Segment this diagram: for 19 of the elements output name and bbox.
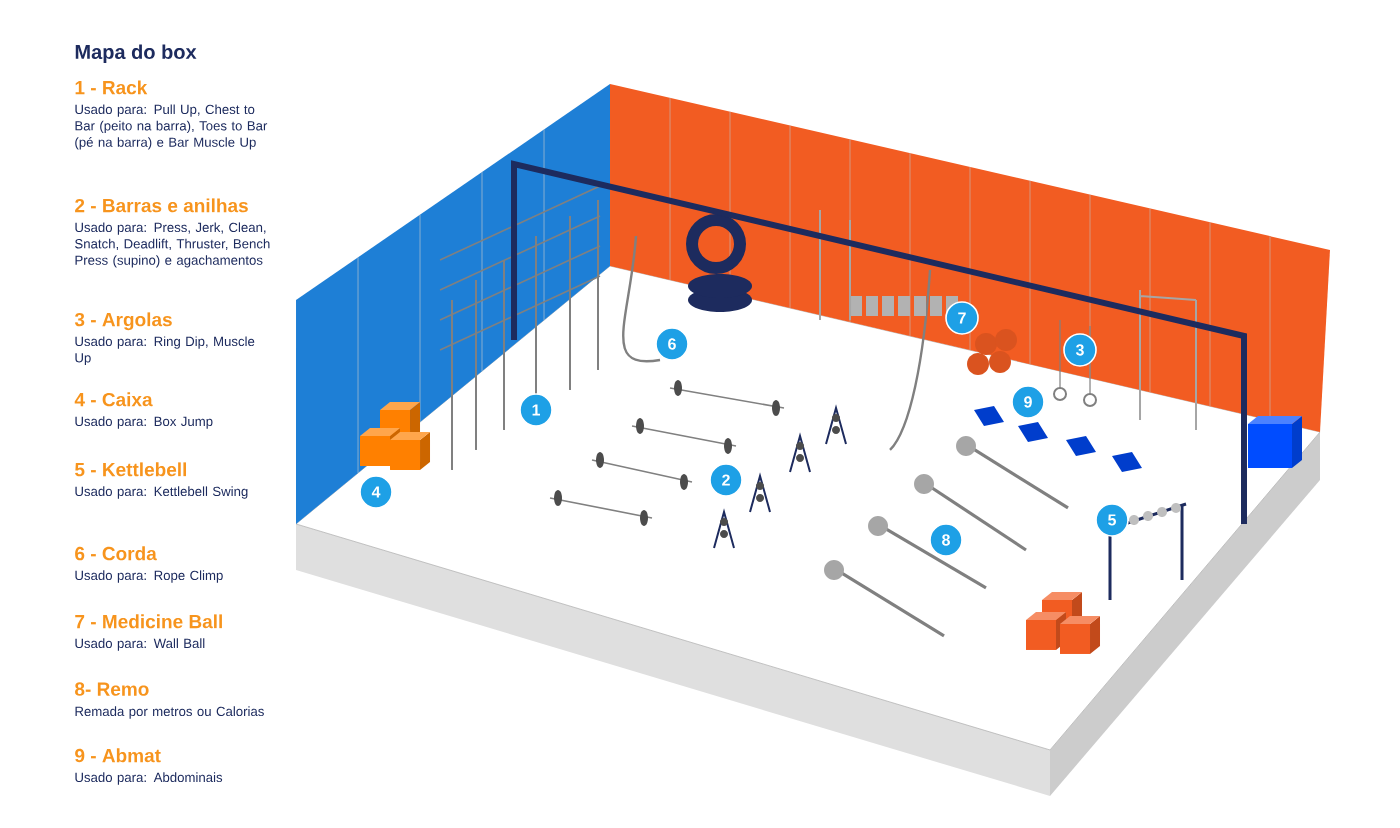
callout-number: 9 [1011, 385, 1045, 419]
callout-number: 8 [929, 523, 963, 557]
item-heading: 8- Remo [75, 682, 149, 696]
item-heading: 7 - Medicine Ball [75, 614, 222, 629]
callout-number: 2 [709, 463, 743, 497]
item-heading: 6 - Corda [75, 546, 157, 561]
item-heading: 9 - Abmat [75, 748, 161, 763]
item-heading: 1 - Rack [75, 80, 148, 95]
callout-number: 1 [519, 393, 553, 427]
callout-number: 3 [1063, 333, 1097, 367]
callout-number: 5 [1095, 503, 1129, 537]
callout-number: 4 [359, 475, 393, 509]
callout-number: 6 [655, 327, 689, 361]
item-heading: 3 - Argolas [74, 312, 172, 331]
item-heading: 4 - Caixa [74, 392, 153, 407]
item-heading: 5 - Kettlebell [75, 462, 186, 477]
map-title: Mapa do box [75, 44, 197, 63]
callout-number: 7 [945, 301, 979, 335]
item-heading: 2 - Barras e anilhas [75, 198, 248, 213]
